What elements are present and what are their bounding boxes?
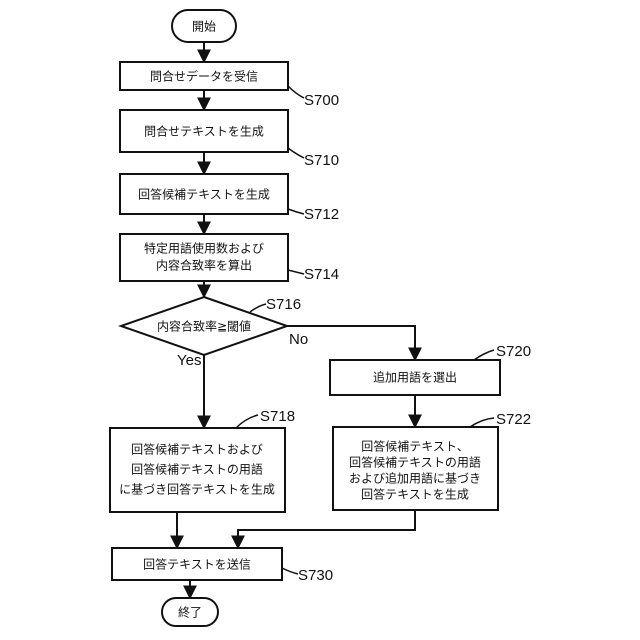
yes-label: Yes — [177, 352, 201, 369]
s720-step-label: S720 — [496, 343, 531, 360]
s722-leader — [470, 418, 494, 427]
s716-step-label: S716 — [266, 296, 301, 313]
process-s700: 問合せデータを受信 S700 — [120, 62, 339, 109]
process-s714: 特定用語使用数および 内容合致率を算出 S714 — [120, 234, 339, 283]
s730-step-label: S730 — [298, 567, 333, 584]
s712-step-label: S712 — [304, 206, 339, 223]
s710-label: 問合せテキストを生成 — [144, 124, 264, 139]
s718-line-2: 回答候補テキストの用語 — [131, 462, 263, 477]
process-s718: 回答候補テキストおよび 回答候補テキストの用語 に基づき回答テキストを生成 S7… — [110, 408, 295, 512]
s722-line-4: 回答テキストを生成 — [361, 487, 469, 502]
s716-leader — [250, 304, 266, 312]
s722-line-1: 回答候補テキスト、 — [361, 439, 468, 454]
process-s730: 回答テキストを送信 S730 — [112, 548, 333, 584]
s700-leader — [288, 86, 304, 98]
s710-leader — [288, 148, 304, 158]
arrow-s722-to-s730 — [238, 510, 415, 548]
s700-label: 問合せデータを受信 — [150, 69, 258, 84]
s730-label: 回答テキストを送信 — [143, 557, 251, 572]
s722-line-2: 回答候補テキストの用語 — [349, 455, 481, 470]
end-label: 終了 — [178, 605, 202, 620]
s710-step-label: S710 — [304, 152, 339, 169]
start-label: 開始 — [192, 20, 216, 34]
process-s720: 追加用語を選出 S720 — [330, 343, 531, 395]
s714-line-1: 特定用語使用数および — [144, 241, 264, 256]
s700-step-label: S700 — [304, 92, 339, 109]
s720-leader — [474, 350, 494, 360]
s716-label: 内容合致率≧閾値 — [157, 319, 251, 334]
s720-label: 追加用語を選出 — [373, 370, 457, 385]
s714-line-2: 内容合致率を算出 — [156, 258, 252, 273]
s718-line-1: 回答候補テキストおよび — [131, 442, 263, 457]
s714-leader — [288, 270, 304, 274]
s722-step-label: S722 — [496, 411, 531, 428]
process-s712: 回答候補テキストを生成 S712 — [120, 174, 339, 223]
process-s710: 問合せテキストを生成 S710 — [120, 110, 339, 169]
decision-s716: 内容合致率≧閾値 S716 Yes No — [121, 296, 308, 369]
s730-leader — [282, 568, 298, 574]
s718-line-3: に基づき回答テキストを生成 — [119, 482, 275, 497]
s718-step-label: S718 — [260, 408, 295, 425]
end-terminal: 終了 — [162, 598, 218, 626]
process-s722: 回答候補テキスト、 回答候補テキストの用語 および追加用語に基づき 回答テキスト… — [333, 411, 531, 510]
s712-leader — [288, 209, 304, 214]
start-terminal: 開始 — [172, 10, 236, 42]
s718-leader — [236, 415, 258, 428]
s714-step-label: S714 — [304, 266, 339, 283]
s722-line-3: および追加用語に基づき — [349, 471, 481, 486]
s712-label: 回答候補テキストを生成 — [138, 187, 270, 202]
no-label: No — [289, 331, 308, 348]
